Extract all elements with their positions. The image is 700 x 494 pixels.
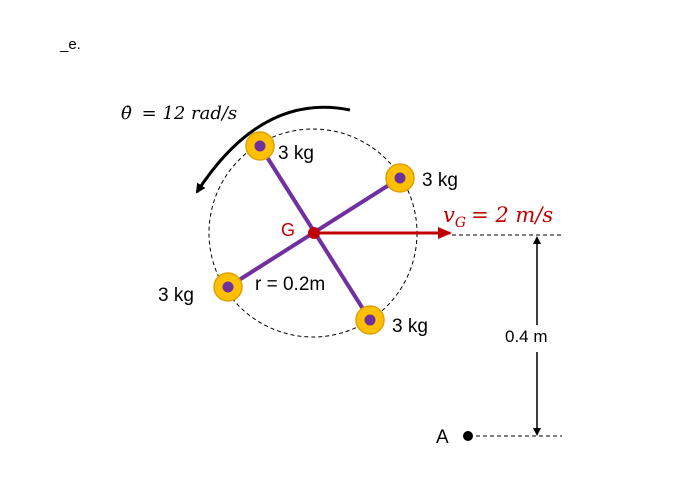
mass-label-top-right: 3 kg	[422, 170, 458, 191]
velocity-label: vG = 2 m/s	[443, 203, 553, 231]
mass-bottom-right	[355, 305, 385, 335]
center-label: G	[281, 220, 295, 240]
height-label: 0.4 m	[505, 327, 548, 346]
point-A-dot	[463, 431, 473, 441]
velocity-symbol: v	[443, 203, 455, 227]
point-A-label: A	[436, 427, 449, 448]
angular-velocity-value: = 12 rad/s	[142, 103, 238, 124]
mass-label-top-left: 3 kg	[278, 143, 314, 164]
mass-bottom-left	[213, 272, 243, 302]
center-of-mass-dot	[308, 227, 320, 239]
velocity-value: = 2 m/s	[471, 203, 553, 227]
angular-velocity-label: θ̇ = 12 rad/s	[121, 103, 237, 124]
theta-dot-symbol: θ̇	[121, 103, 132, 124]
velocity-subscript: G	[455, 215, 466, 231]
mass-label-bottom-right: 3 kg	[392, 316, 428, 337]
mass-top-left	[245, 131, 275, 161]
radius-label: r = 0.2m	[255, 274, 325, 295]
problem-label: _e.	[59, 36, 81, 53]
rotation-arrow-icon	[195, 105, 351, 194]
mass-top-right	[385, 163, 415, 193]
mass-label-bottom-left: 3 kg	[158, 285, 194, 306]
